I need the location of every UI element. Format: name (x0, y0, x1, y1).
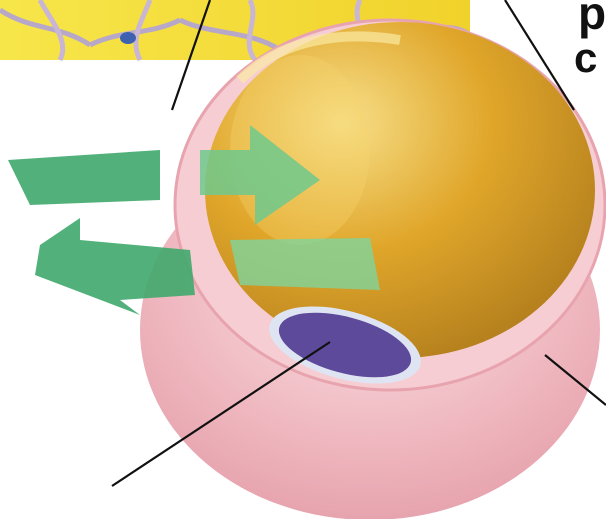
label-top-right-line-2: c (574, 34, 597, 82)
